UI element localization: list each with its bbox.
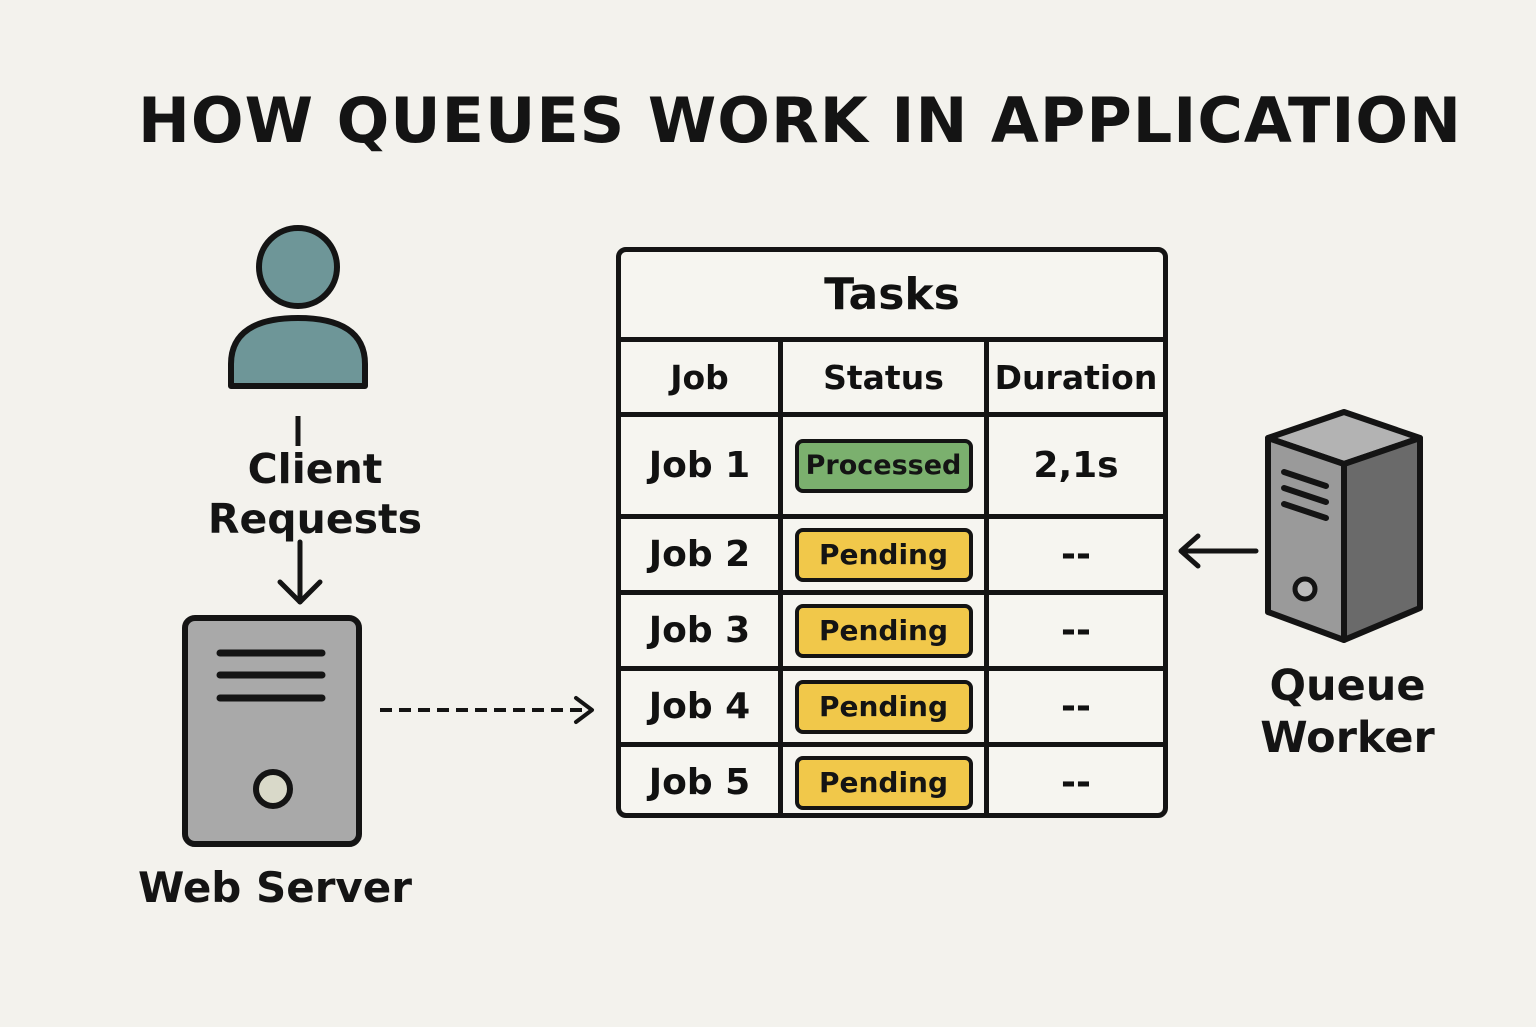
- arrow-down-icon: [277, 539, 323, 605]
- tasks-title: Tasks: [621, 252, 1163, 342]
- table-header-row: Job Status Duration: [621, 342, 1163, 412]
- status-badge-pending: Pending: [794, 603, 973, 658]
- status-cell: Pending: [778, 747, 984, 813]
- duration-cell: --: [984, 671, 1163, 742]
- server-tower-icon: [1265, 409, 1423, 643]
- duration-cell: 2,1s: [984, 417, 1163, 514]
- status-cell: Pending: [778, 595, 984, 666]
- job-cell: Job 3: [648, 610, 751, 651]
- job-cell: Job 5: [648, 762, 751, 803]
- job-cell: Job 4: [648, 686, 751, 727]
- dashed-arrow-right-icon: [380, 696, 594, 724]
- worker-label-line2: Worker: [1260, 713, 1435, 764]
- status-cell: Processed: [778, 417, 984, 514]
- diagram-title: HOW QUEUES WORK IN APPLICATION: [138, 84, 1462, 157]
- column-header-status: Status: [778, 342, 984, 412]
- status-cell: Pending: [778, 519, 984, 590]
- table-row: Job 2 Pending --: [621, 514, 1163, 590]
- duration-cell: --: [984, 595, 1163, 666]
- column-header-job: Job: [670, 357, 729, 397]
- web-server-label: Web Server: [137, 863, 413, 912]
- user-icon: [228, 225, 368, 389]
- queue-worker-label: Queue Worker: [1235, 660, 1460, 765]
- table-row: Job 1 Processed 2,1s: [621, 412, 1163, 514]
- status-badge-pending: Pending: [794, 527, 973, 582]
- tasks-table: Tasks Job Status Duration Job 1 Processe…: [616, 247, 1168, 818]
- client-requests-label: Client Requests: [190, 444, 440, 544]
- client-connector-line: [295, 416, 301, 446]
- job-cell: Job 2: [648, 534, 751, 575]
- table-row: Job 3 Pending --: [621, 590, 1163, 666]
- duration-cell: --: [984, 747, 1163, 813]
- status-badge-pending: Pending: [794, 679, 973, 734]
- client-label-line2: Requests: [207, 495, 423, 544]
- arrow-left-icon: [1178, 533, 1259, 569]
- column-header-duration: Duration: [984, 342, 1163, 412]
- status-badge-processed: Processed: [794, 438, 973, 493]
- job-cell: Job 1: [648, 445, 751, 486]
- server-icon: [182, 615, 362, 847]
- status-cell: Pending: [778, 671, 984, 742]
- table-row: Job 5 Pending --: [621, 742, 1163, 813]
- status-badge-pending: Pending: [794, 755, 973, 810]
- client-label-line1: Client: [247, 445, 383, 493]
- worker-label-line1: Queue: [1269, 661, 1426, 711]
- duration-cell: --: [984, 519, 1163, 590]
- table-row: Job 4 Pending --: [621, 666, 1163, 742]
